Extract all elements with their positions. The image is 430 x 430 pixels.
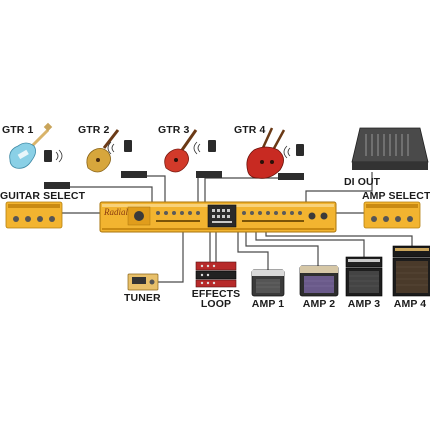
- label-amp2: AMP 2: [302, 298, 336, 310]
- wireless-2: [107, 140, 147, 178]
- guitar-3-icon: [164, 129, 198, 173]
- guitar-1-icon: [9, 122, 53, 169]
- amp-4-icon: [392, 245, 430, 297]
- cable-tuner: [158, 231, 184, 283]
- cables: [62, 172, 413, 283]
- wireless-3: [193, 140, 222, 178]
- wireless-4: [278, 144, 304, 180]
- label-tuner: TUNER: [124, 292, 161, 304]
- wireless-1: [44, 149, 70, 189]
- brand-logo: Radial: [104, 207, 128, 217]
- label-guitar-select: GUITAR SELECT: [0, 190, 86, 202]
- tuner-icon: [127, 273, 159, 291]
- label-gtr1: GTR 1: [2, 124, 34, 136]
- rack-switcher: [99, 201, 337, 233]
- label-amp-select: AMP SELECT: [362, 190, 430, 202]
- label-di-out: DI OUT: [344, 176, 381, 188]
- cable-gtr4: [204, 177, 292, 203]
- guitar-4-icon: [246, 127, 286, 179]
- label-loop: LOOP: [200, 298, 232, 310]
- cable-amp3: [255, 231, 365, 257]
- amp-1-icon: [251, 269, 285, 297]
- label-amp3: AMP 3: [347, 298, 381, 310]
- cable-gtr3: [197, 175, 216, 203]
- label-amp4: AMP 4: [393, 298, 427, 310]
- label-gtr2: GTR 2: [78, 124, 110, 136]
- guitar-2-icon: [86, 129, 120, 173]
- effects-loop-icon: [195, 261, 237, 288]
- cable-amp2: [245, 231, 319, 266]
- cable-di-out: [305, 172, 373, 203]
- cable-amp1: [237, 231, 269, 270]
- cable-amp4: [265, 231, 413, 246]
- amp-2-icon: [299, 265, 339, 297]
- guitar-select-footswitch: [5, 201, 63, 229]
- label-gtr3: GTR 3: [158, 124, 190, 136]
- label-effects: EFFECTS: [191, 288, 241, 300]
- mixer-icon: [351, 127, 429, 170]
- label-amp1: AMP 1: [251, 298, 285, 310]
- label-gtr4: GTR 4: [234, 124, 266, 136]
- cable-gtr2: [143, 175, 166, 203]
- amp-3-icon: [345, 256, 383, 297]
- cable-gtr1: [68, 186, 153, 203]
- amp-select-footswitch: [363, 201, 421, 229]
